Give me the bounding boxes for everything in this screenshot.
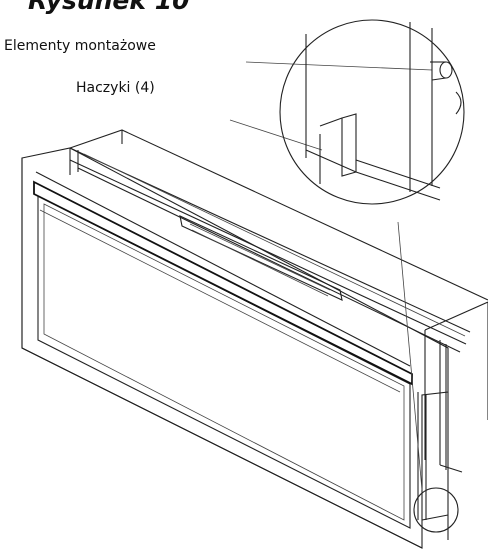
detail-circle-small <box>413 487 459 533</box>
top-rail <box>69 147 471 353</box>
magnified-detail <box>279 19 465 205</box>
label-mounting-elements: Elementy montażowe <box>4 38 156 54</box>
leader-lines <box>229 61 433 491</box>
front-glass-panel <box>21 147 449 549</box>
label-hooks: Haczyki (4) <box>76 80 155 96</box>
side-bracket <box>417 392 449 540</box>
figure-title: Rysunek 10 <box>28 0 190 15</box>
